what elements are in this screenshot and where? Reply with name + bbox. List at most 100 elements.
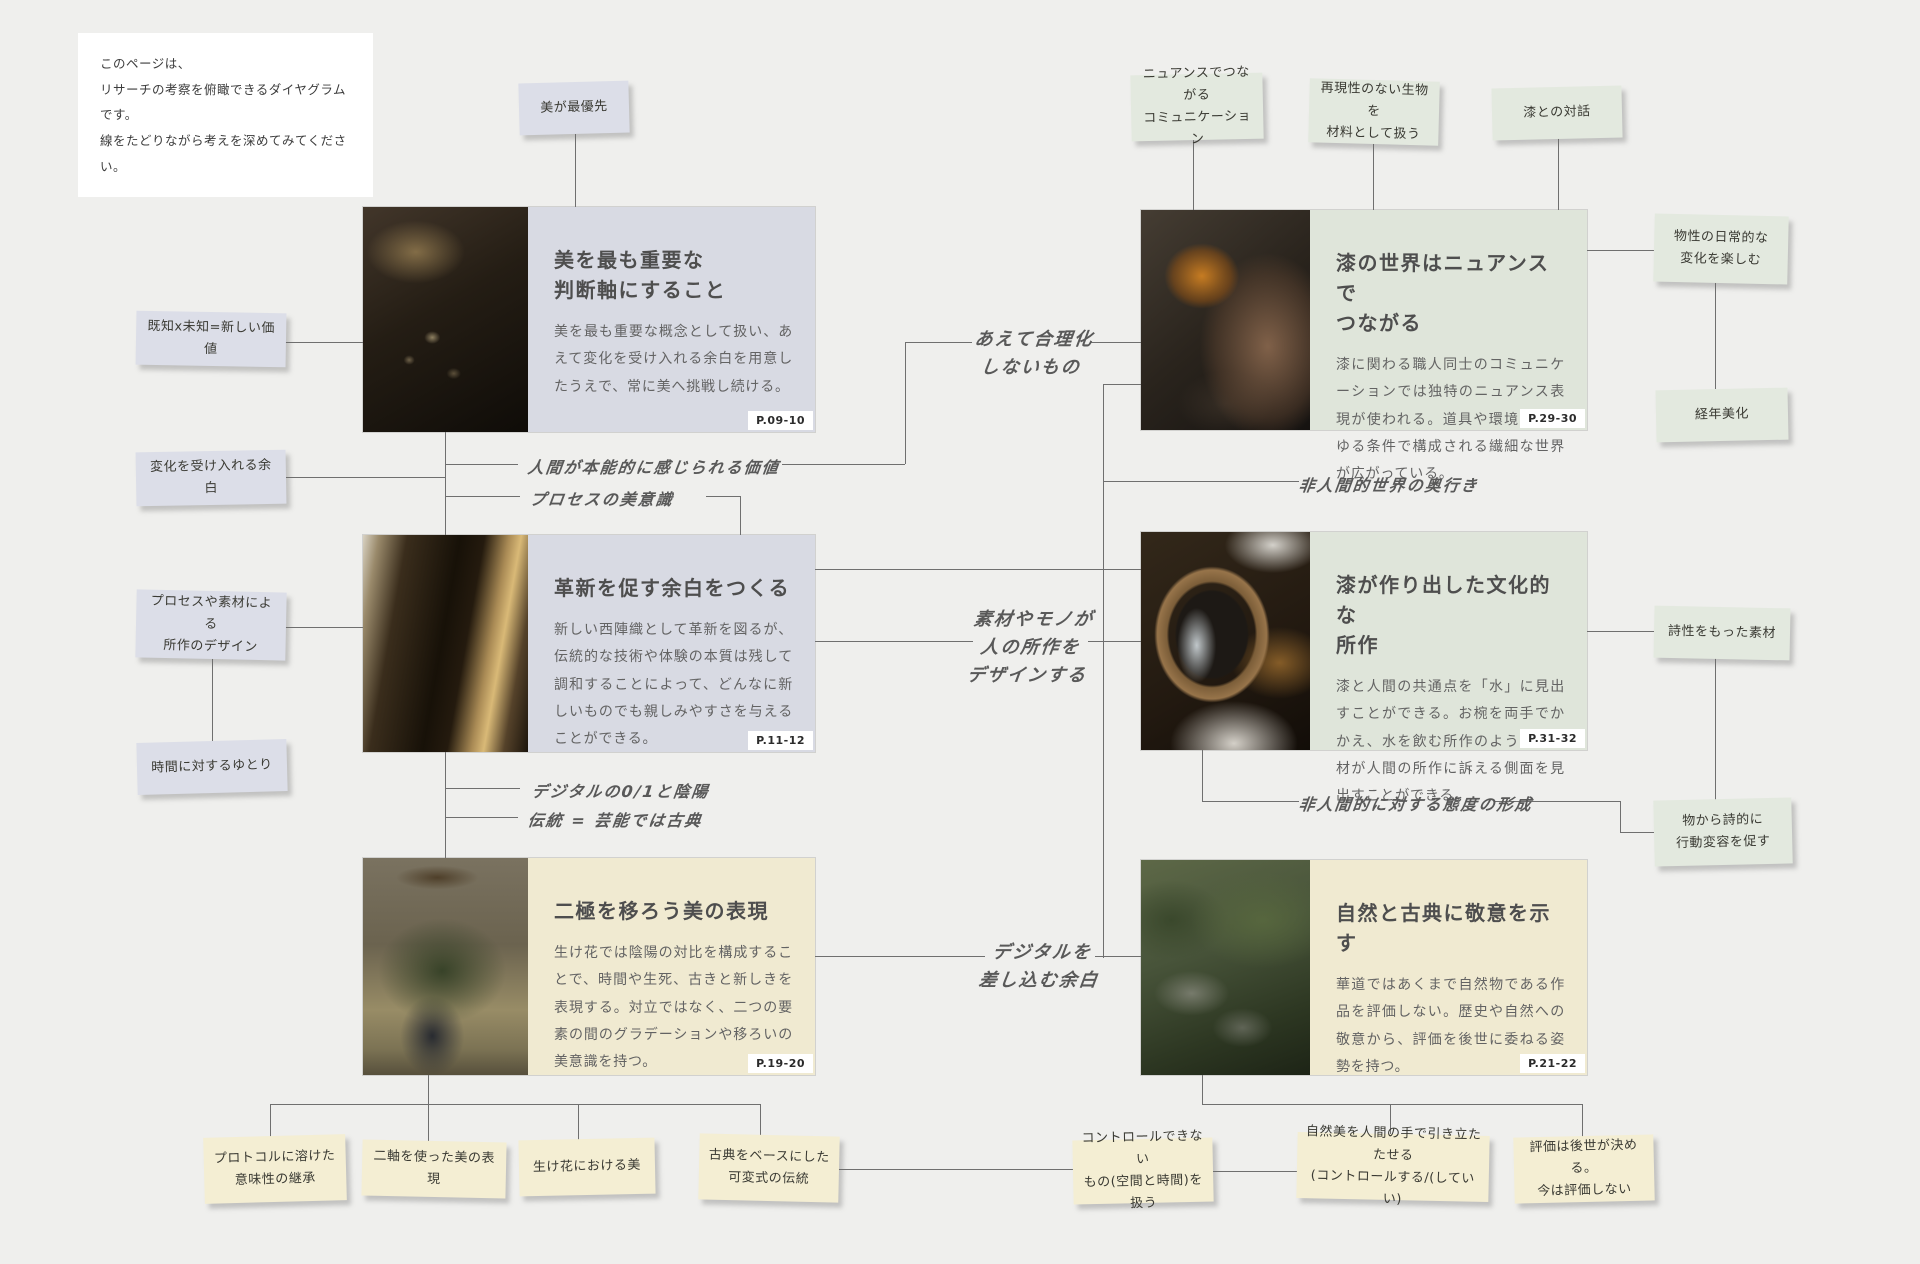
page-reference: P.09-10: [748, 411, 813, 430]
card-photo-dark-interior: [363, 535, 528, 752]
card-text: 革新を促す余白をつくる 新しい西陣織として革新を図るが、伝統的な技術や体験の本質…: [528, 535, 815, 752]
note-process-material-gesture: プロセスや素材による 所作のデザイン: [135, 589, 287, 661]
connector-line: [740, 496, 741, 569]
connector-line: [1715, 658, 1716, 800]
note-non-reproducible-material: 再現性のない生物を 材料として扱う: [1308, 78, 1440, 146]
connector-line: [445, 788, 520, 789]
note-uncontrollable-space-time: コントロールできない もの(空間と時間)を扱う: [1072, 1129, 1214, 1211]
note-protocol-meaning: プロトコルに溶けた 意味性の継承: [203, 1134, 347, 1204]
connector-line: [760, 1104, 761, 1135]
connector-line: [270, 1104, 760, 1105]
connector-line: [1088, 641, 1141, 642]
connector-line: [1558, 136, 1559, 210]
connector-line: [1620, 801, 1621, 832]
label-deliberately-unrationalized: あえて合理化 しないもの: [973, 329, 1096, 378]
connector-line: [1103, 481, 1299, 482]
page-reference: P.31-32: [1520, 729, 1585, 748]
card-body: 漆と人間の共通点を「水」に見出すことができる。お椀を両手でかかえ、水を飲む所作の…: [1336, 679, 1565, 805]
card-photo-lacquer-barrel: [1141, 532, 1310, 750]
card-text: 美を最も重要な 判断軸にすること 美を最も重要な概念として扱い、あえて変化を受け…: [528, 207, 815, 432]
connector-line: [578, 1104, 579, 1140]
label-nonhuman-world-depth: 非人間的世界の奥行き: [1297, 476, 1480, 495]
connector-line: [445, 432, 446, 535]
label-instinctive-value: 人間が本能的に感じられる価値: [526, 458, 781, 477]
connector-line: [1202, 801, 1299, 802]
connector-line: [445, 496, 520, 497]
connector-line: [706, 496, 740, 497]
connector-line: [1582, 1104, 1583, 1137]
card-photo-tatami-bonsai: [363, 858, 528, 1075]
card-title: 美を最も重要な 判断軸にすること: [554, 248, 727, 302]
connector-line: [1587, 250, 1655, 251]
connector-line: [285, 342, 363, 343]
connector-line: [1193, 139, 1194, 210]
note-dialogue-with-urushi: 漆との対話: [1491, 85, 1623, 141]
connector-line: [1620, 832, 1654, 833]
note-margin-for-change: 変化を受け入れる余白: [135, 449, 287, 507]
connector-line: [428, 1075, 429, 1104]
connector-line: [1213, 1171, 1298, 1172]
connector-line: [1202, 1075, 1203, 1104]
connector-line: [428, 1104, 429, 1142]
card-body: 華道ではあくまで自然物である作品を評価しない。歴史や自然への敬意から、評価を後世…: [1336, 977, 1565, 1075]
card-body: 生け花では陰陽の対比を構成することで、時間や生死、古きと新しきを表現する。対立で…: [554, 945, 793, 1071]
connector-line: [1103, 384, 1141, 385]
note-ikebana-beauty: 生け花における美: [518, 1137, 656, 1197]
note-known-unknown: 既知x未知=新しい価値: [135, 310, 287, 368]
note-beauty-first: 美が最優先: [518, 80, 630, 136]
connector-line: [815, 641, 973, 642]
connector-line: [445, 464, 518, 465]
label-digital-yin-yang: デジタルの0/1と陰陽: [530, 782, 711, 801]
label-process-aesthetics: プロセスの美意識: [528, 490, 675, 509]
connector-line: [575, 134, 576, 208]
connector-line: [1202, 1104, 1582, 1105]
note-variable-tradition: 古典をベースにした 可変式の伝統: [698, 1133, 840, 1203]
note-enhance-natural-beauty: 自然美を人間の手で引き立たたせる (コントロールする/(していい): [1296, 1124, 1490, 1207]
connector-line: [1373, 142, 1374, 210]
connector-line: [285, 477, 445, 478]
note-posterity-evaluates: 評価は後世が決める。 今は評価しない: [1513, 1134, 1655, 1204]
card-urushi-gesture: 漆が作り出した文化的な 所作 漆と人間の共通点を「水」に見出すことができる。お椀…: [1141, 532, 1587, 804]
note-aging-beautification: 経年美化: [1655, 387, 1789, 443]
connector-line: [1090, 342, 1141, 343]
note-time-slack: 時間に対するゆとり: [136, 739, 288, 795]
card-body: 美を最も重要な概念として扱い、あえて変化を受け入れる余白を用意したうえで、常に美…: [554, 324, 793, 395]
connector-line: [445, 817, 518, 818]
card-photo-moss-garden: [1141, 860, 1310, 1075]
card-photo-lacquer-macro: [363, 207, 528, 432]
connector-line: [1390, 1104, 1391, 1135]
note-poetic-material: 詩性をもった素材: [1653, 605, 1791, 661]
connector-line: [445, 752, 446, 858]
connector-line: [740, 569, 1141, 570]
card-body: 漆に関わる職人同士のコミュニケーションでは独特のニュアンス表現が使われる。道具や…: [1336, 357, 1565, 483]
page-reference: P.11-12: [748, 731, 813, 750]
connector-line: [838, 1169, 1075, 1170]
label-material-designs-gesture: 素材やモノが 人の所作を デザインする: [965, 609, 1096, 686]
connector-line: [1587, 631, 1655, 632]
card-title: 漆の世界はニュアンスで つながる: [1336, 251, 1550, 335]
intro-note: このページは、 リサーチの考察を俯瞰できるダイヤグラムです。 線をたどりながら考…: [78, 33, 373, 198]
page-reference: P.21-22: [1520, 1054, 1585, 1073]
card-text: 漆の世界はニュアンスで つながる 漆に関わる職人同士のコミュニケーションでは独特…: [1310, 210, 1587, 482]
card-two-poles-beauty: 二極を移ろう美の表現 生け花では陰陽の対比を構成することで、時間や生死、古きと新…: [363, 858, 815, 1075]
card-title: 二極を移ろう美の表現: [554, 899, 769, 923]
card-text: 漆が作り出した文化的な 所作 漆と人間の共通点を「水」に見出すことができる。お椀…: [1310, 532, 1587, 804]
connector-line: [782, 464, 905, 465]
connector-line: [905, 342, 906, 464]
connector-line: [1095, 956, 1141, 957]
connector-line: [815, 956, 985, 957]
connector-line: [905, 342, 972, 343]
connector-line: [1715, 283, 1716, 389]
page-reference: P.29-30: [1520, 409, 1585, 428]
card-title: 漆が作り出した文化的な 所作: [1336, 573, 1551, 657]
note-poetic-behavior-change: 物から詩的に 行動変容を促す: [1653, 797, 1793, 867]
note-two-axis-beauty: 二軸を使った美の表現: [361, 1139, 507, 1199]
connector-line: [1103, 384, 1104, 958]
note-nuance-communication: ニュアンスでつながる コミュニケーション: [1130, 65, 1264, 147]
card-body: 新しい西陣織として革新を図るが、伝統的な技術や体験の本質は残して調和することによ…: [554, 622, 793, 748]
label-digital-margin: デジタルを 差し込む余白: [977, 942, 1101, 991]
card-text: 自然と古典に敬意を示す 華道ではあくまで自然物である作品を評価しない。歴史や自然…: [1310, 860, 1587, 1075]
connector-line: [270, 1104, 271, 1137]
note-enjoy-material-change: 物性の日常的な 変化を楽しむ: [1653, 213, 1789, 285]
connector-line: [1495, 801, 1620, 802]
